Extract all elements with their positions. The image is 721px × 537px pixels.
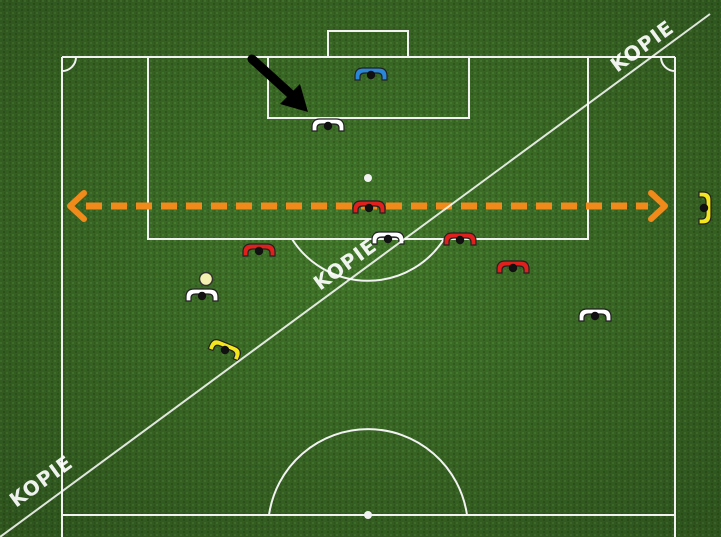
goalkeeper-blue-marker: [355, 68, 387, 80]
red-player-2-marker: [243, 244, 275, 256]
red-player-4-marker: [497, 261, 529, 273]
center-spot: [364, 511, 372, 519]
white-player-3-marker: [186, 289, 218, 301]
white-player-1-marker: [312, 119, 344, 131]
penalty-spot: [364, 174, 372, 182]
red-player-1-marker: [353, 201, 385, 213]
ball-icon: [200, 273, 213, 286]
white-player-4-marker: [579, 309, 611, 321]
yellow-player-2-marker: [699, 192, 711, 224]
red-player-3-marker: [444, 233, 476, 245]
